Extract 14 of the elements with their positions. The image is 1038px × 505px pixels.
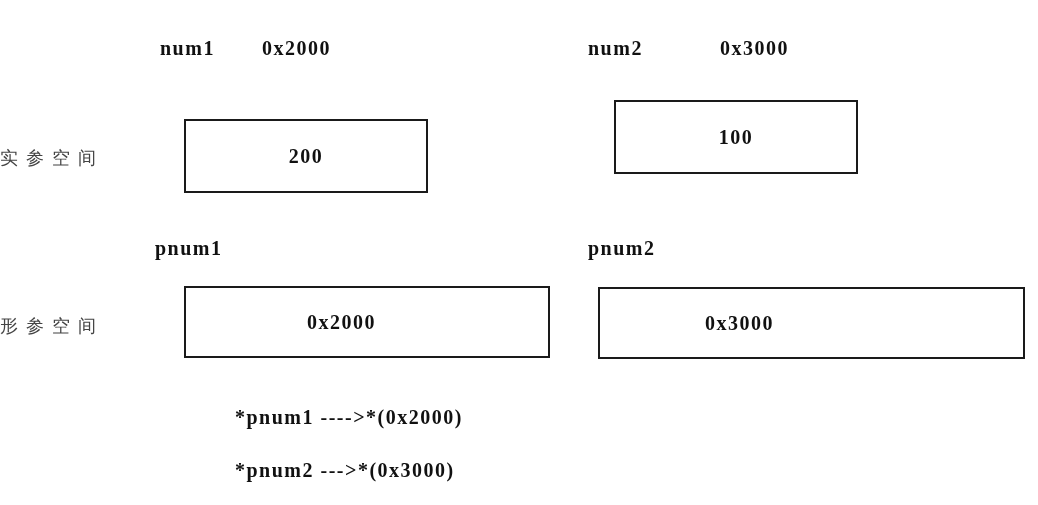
memory-box: 200 (184, 119, 428, 193)
memory-box: 100 (614, 100, 858, 174)
variable-name: num1 (160, 37, 215, 59)
row-label: 实参空间 (0, 147, 104, 169)
variable-name: pnum2 (588, 237, 656, 259)
code-line: *pnum2 --->*(0x3000) (235, 459, 455, 481)
row-label: 形参空间 (0, 315, 104, 337)
memory-box: 0x2000 (184, 286, 550, 358)
variable-name: num2 (588, 37, 643, 59)
address-label: 0x3000 (720, 37, 789, 59)
variable-name: pnum1 (155, 237, 223, 259)
address-label: 0x2000 (262, 37, 331, 59)
code-line: *pnum1 ---->*(0x2000) (235, 406, 463, 428)
memory-box: 0x3000 (598, 287, 1025, 359)
